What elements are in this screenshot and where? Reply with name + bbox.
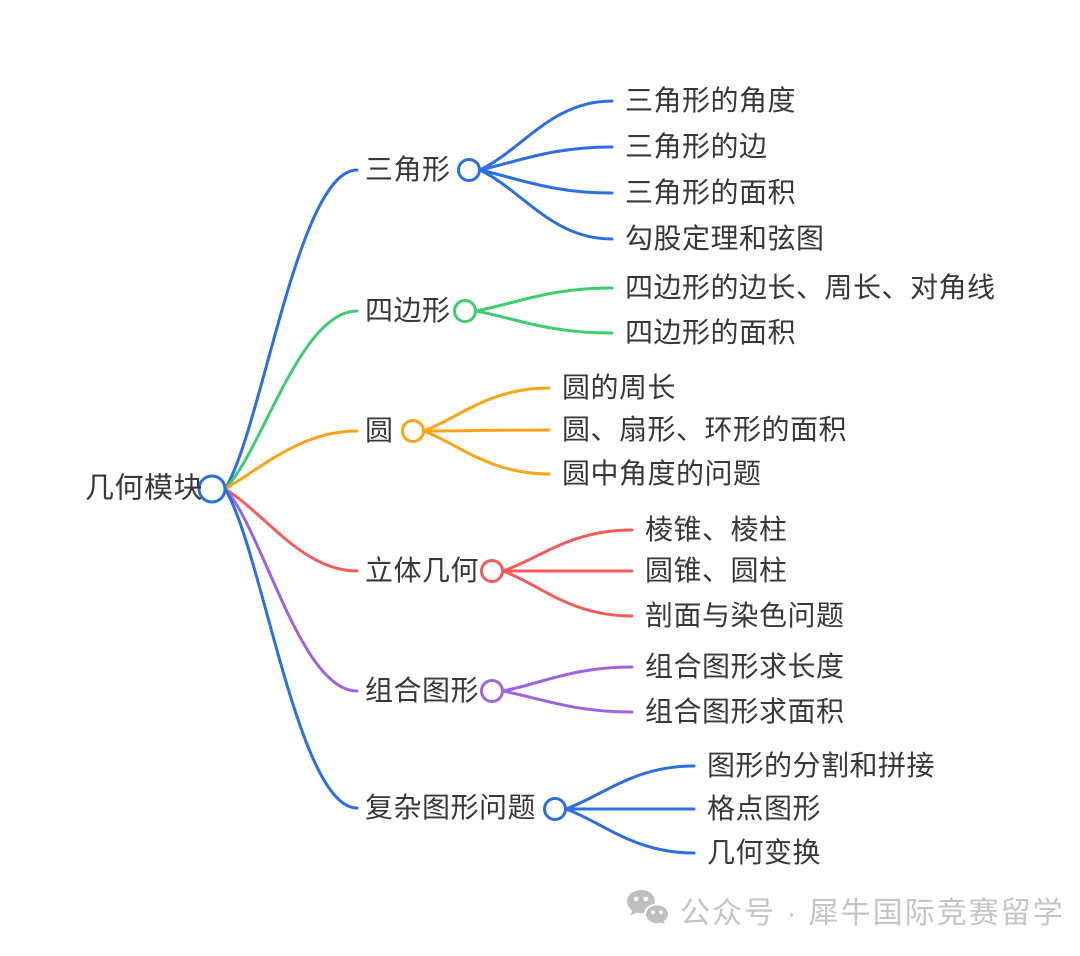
node-toggle-complex[interactable] [543,797,567,821]
node-toggle-circle[interactable] [401,419,425,443]
edge-triangle-child-1 [478,145,614,172]
edge-root-circle [223,429,359,491]
node-branch-triangle[interactable]: 三角形 [365,154,451,185]
node-child-label[interactable]: 三角形的边 [625,131,768,162]
wechat-icon [627,890,671,929]
node-child-label[interactable]: 圆、扇形、环形的面积 [562,414,848,445]
edge-circle-child-2 [422,429,551,476]
node-child-label[interactable]: 四边形的面积 [625,317,797,348]
edge-quadrilateral-child-0 [474,286,614,313]
node-child-label[interactable]: 组合图形求长度 [645,651,845,682]
node-child-label[interactable]: 四边形的边长、周长、对角线 [625,272,996,303]
node-child-label[interactable]: 几何变换 [707,837,822,868]
node-toggle-triangle[interactable] [457,158,481,182]
node-child-label[interactable]: 圆锥、圆柱 [645,555,788,586]
node-child-label[interactable]: 剖面与染色问题 [645,600,845,631]
node-toggle-root[interactable] [197,474,227,504]
edge-root-triangle [223,168,359,491]
node-toggle-solid[interactable] [480,559,504,583]
edge-triangle-child-3 [478,168,614,241]
edge-root-complex [223,487,359,810]
edge-circle-child-1 [422,428,551,433]
edge-root-composite [223,487,359,693]
node-child-label[interactable]: 圆中角度的问题 [562,458,762,489]
edge-triangle-child-0 [478,99,614,172]
node-child-label[interactable]: 圆的周长 [562,372,677,403]
edge-root-solid [223,487,359,573]
node-child-label[interactable]: 格点图形 [707,793,822,824]
node-toggle-quadrilateral[interactable] [453,299,477,323]
edge-complex-child-0 [564,764,696,811]
node-branch-quadrilateral[interactable]: 四边形 [365,295,451,326]
node-root-label[interactable]: 几何模块 [85,472,204,505]
node-branch-circle[interactable]: 圆 [365,415,394,446]
watermark-text: 公众号 · 犀牛国际竞赛留学 [680,897,1065,930]
node-child-label[interactable]: 勾股定理和弦图 [625,223,825,254]
node-branch-composite[interactable]: 组合图形 [365,675,480,706]
edge-triangle-child-2 [478,168,614,195]
node-child-label[interactable]: 图形的分割和拼接 [707,750,936,781]
node-child-label[interactable]: 棱锥、棱柱 [645,514,788,545]
edge-complex-child-2 [564,807,696,855]
node-branch-complex[interactable]: 复杂图形问题 [365,792,537,823]
edge-circle-child-0 [422,386,551,433]
edge-quadrilateral-child-1 [474,309,614,335]
edge-solid-child-2 [501,569,634,618]
edge-composite-child-1 [501,689,634,714]
node-child-label[interactable]: 三角形的角度 [625,85,797,116]
edge-root-quadrilateral [223,309,359,491]
node-toggle-composite[interactable] [480,679,504,703]
node-child-label[interactable]: 组合图形求面积 [645,696,845,727]
edge-solid-child-0 [501,528,634,573]
edge-composite-child-0 [501,665,634,693]
node-branch-solid[interactable]: 立体几何 [365,555,480,586]
node-child-label[interactable]: 三角形的面积 [625,177,797,208]
